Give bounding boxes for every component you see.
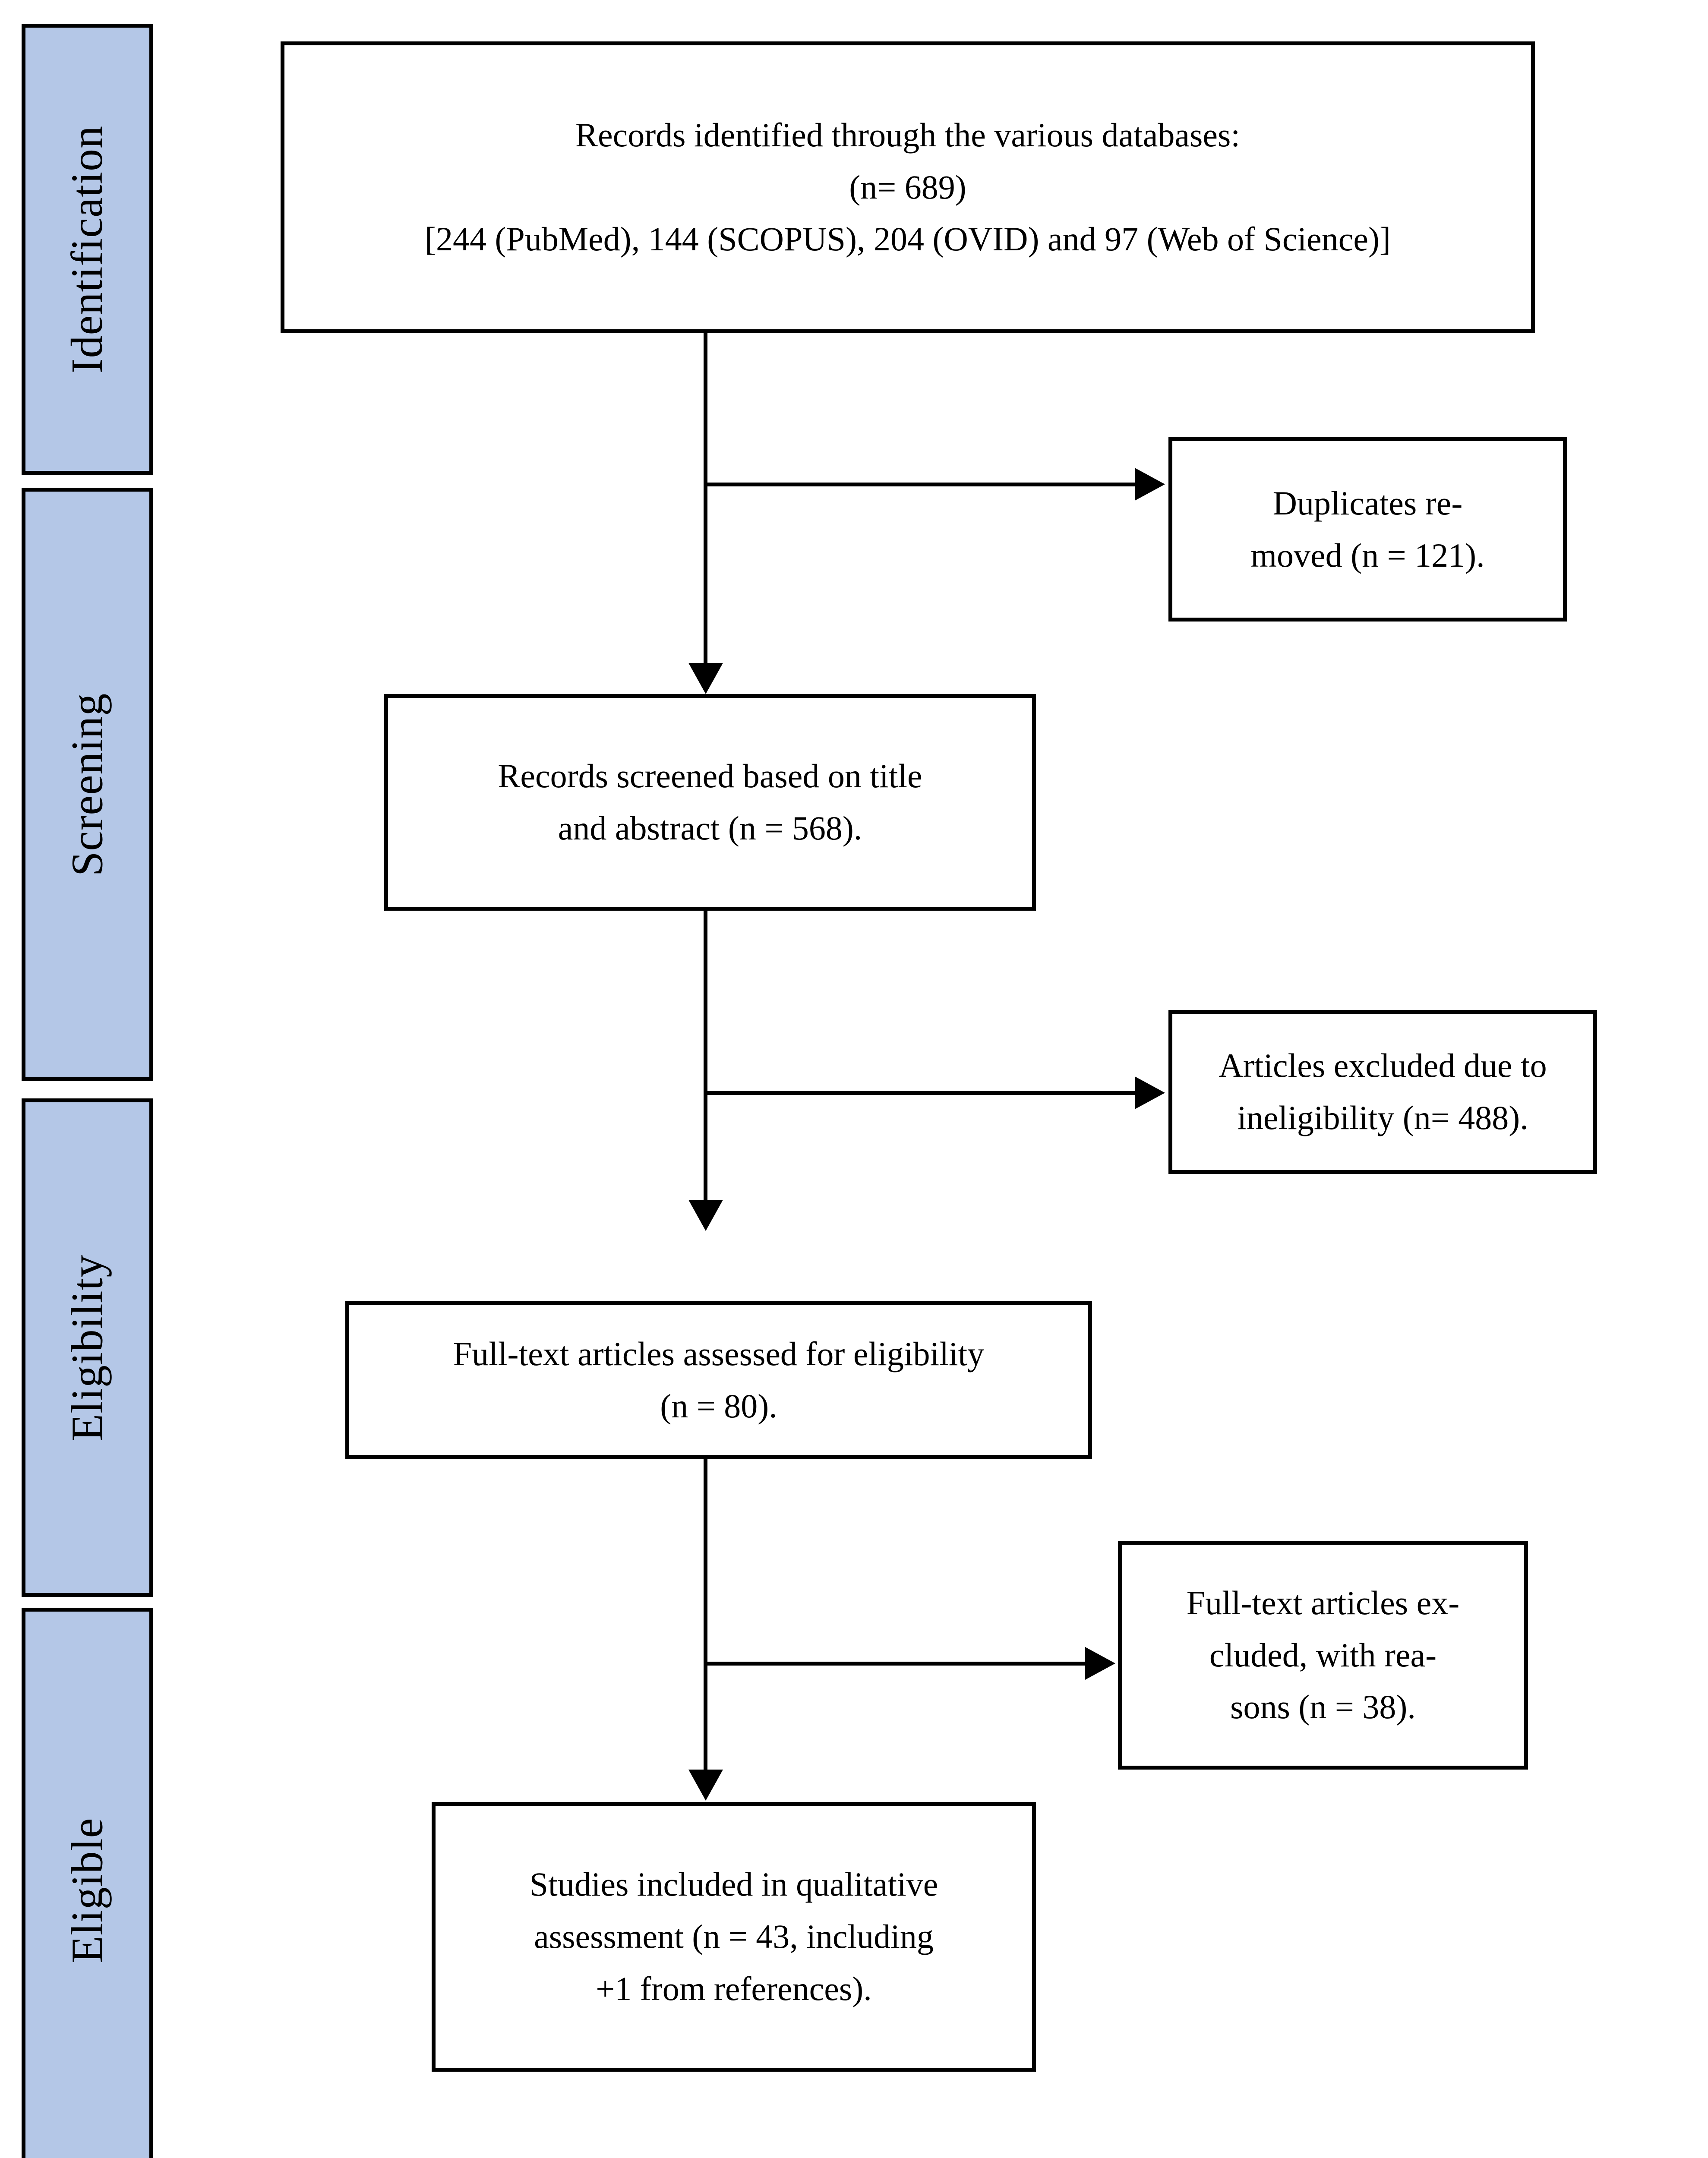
connector-identified-to-screened-line bbox=[704, 333, 707, 663]
connector-identified-to-duplicates-arrowhead bbox=[1135, 468, 1165, 501]
connector-screened-to-excluded-arrowhead bbox=[1135, 1076, 1165, 1109]
connector-identified-to-screened-arrowhead bbox=[688, 663, 723, 694]
stage-band-eligibility: Eligibility bbox=[22, 1098, 153, 1597]
stage-band-screening: Screening bbox=[22, 488, 153, 1081]
node-records-identified-text: Records identified through the various d… bbox=[424, 116, 1391, 258]
stage-band-eligible: Eligible bbox=[22, 1608, 153, 2158]
connector-screened-to-fulltext-line bbox=[704, 911, 707, 1200]
node-fulltext-excluded: Full-text articles ex- cluded, with rea-… bbox=[1118, 1541, 1528, 1770]
stage-band-identification: Identification bbox=[22, 24, 153, 475]
node-articles-excluded: Articles excluded due to ineligibility (… bbox=[1168, 1010, 1597, 1174]
connector-fulltext-to-excluded-line bbox=[707, 1662, 1085, 1666]
stage-label-eligibility: Eligibility bbox=[62, 1254, 112, 1441]
connector-fulltext-to-excluded-arrowhead bbox=[1085, 1647, 1115, 1680]
node-fulltext-assessed-text: Full-text articles assessed for eligibil… bbox=[453, 1335, 985, 1425]
connector-screened-to-fulltext-arrowhead bbox=[688, 1200, 723, 1231]
node-records-identified: Records identified through the various d… bbox=[281, 41, 1535, 333]
node-fulltext-assessed: Full-text articles assessed for eligibil… bbox=[345, 1301, 1092, 1459]
node-fulltext-excluded-text: Full-text articles ex- cluded, with rea-… bbox=[1186, 1584, 1460, 1726]
node-studies-included-text: Studies included in qualitative assessme… bbox=[529, 1865, 938, 2007]
stage-label-eligible: Eligible bbox=[62, 1817, 112, 1963]
node-studies-included: Studies included in qualitative assessme… bbox=[432, 1802, 1036, 2072]
node-articles-excluded-text: Articles excluded due to ineligibility (… bbox=[1219, 1047, 1547, 1136]
connector-fulltext-to-included-line bbox=[704, 1459, 707, 1770]
connector-identified-to-duplicates-line bbox=[707, 483, 1135, 486]
stage-label-identification: Identification bbox=[62, 125, 112, 373]
node-records-screened: Records screened based on title and abst… bbox=[384, 694, 1036, 911]
node-records-screened-text: Records screened based on title and abst… bbox=[498, 757, 922, 847]
connector-fulltext-to-included-arrowhead bbox=[688, 1770, 723, 1801]
connector-screened-to-excluded-line bbox=[707, 1091, 1135, 1095]
stage-label-screening: Screening bbox=[62, 693, 112, 876]
node-duplicates-removed-text: Duplicates re- moved (n = 121). bbox=[1250, 484, 1485, 574]
node-duplicates-removed: Duplicates re- moved (n = 121). bbox=[1168, 437, 1567, 622]
